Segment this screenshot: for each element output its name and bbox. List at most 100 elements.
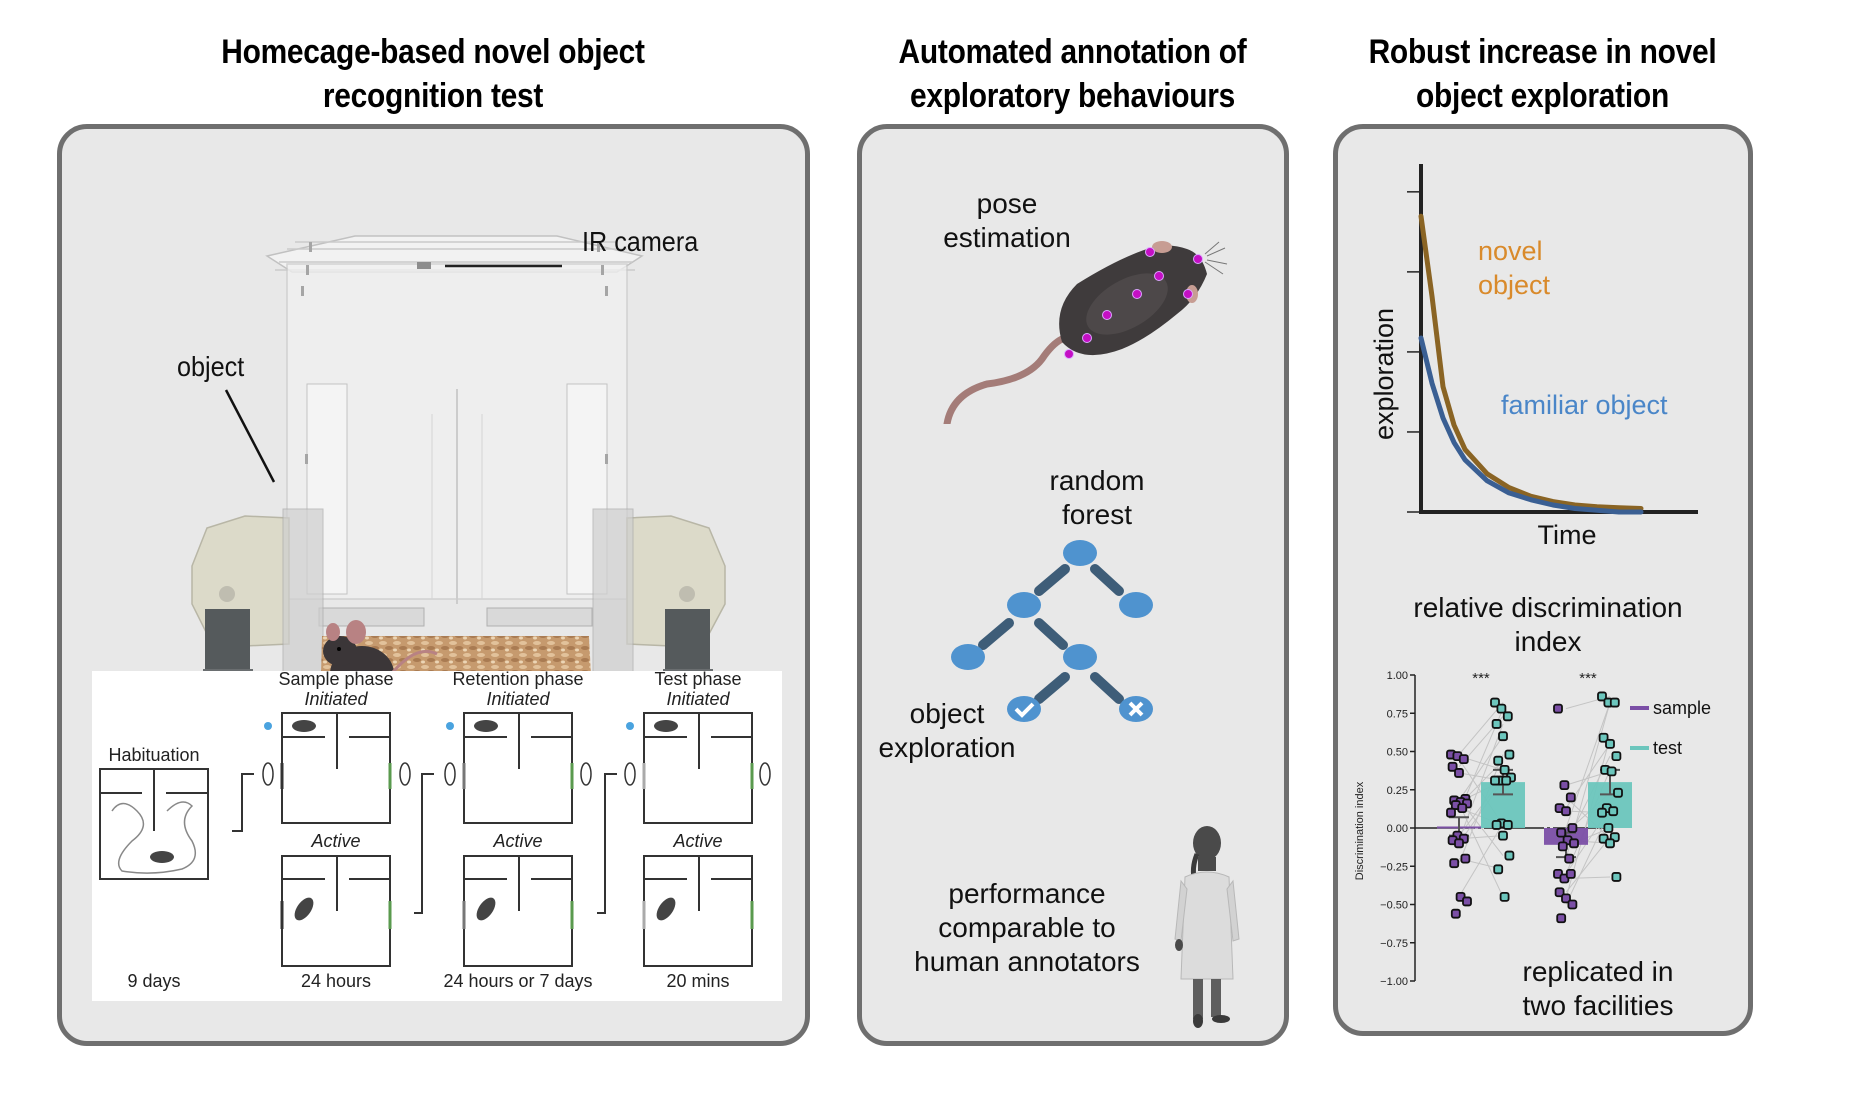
data-point-test — [1605, 838, 1615, 849]
paired-line — [1458, 735, 1504, 801]
data-point-sample — [1454, 768, 1464, 778]
ir-camera-icon — [417, 262, 431, 269]
data-point-test — [1608, 806, 1619, 817]
mouse-glyphs — [292, 720, 678, 921]
paired-line — [1458, 723, 1504, 841]
data-point-test — [1499, 891, 1510, 902]
label-line: estimation — [943, 222, 1071, 253]
test-phase-label: Test phase — [654, 669, 742, 689]
arrow-1 — [232, 773, 254, 832]
discrimination-index-chart: 1.000.750.500.250.00−0.25−0.50−0.75−1.00… — [1354, 670, 1711, 988]
tree-node — [1063, 644, 1097, 670]
data-point-test — [1603, 823, 1614, 833]
data-point-sample — [1557, 841, 1568, 852]
sample-initiated-label: Initiated — [304, 689, 368, 709]
column-title-homecage: Homecage-based novel object recognition … — [102, 30, 764, 118]
habituation-duration: 9 days — [127, 971, 181, 991]
sample-active-label: Active — [311, 831, 361, 851]
keypoint — [1102, 310, 1112, 320]
di-y-tick-label: 1.00 — [1387, 670, 1408, 682]
exploration-curve-chart: Time exploration novel object familiar o… — [1369, 164, 1698, 550]
di-y-tick-label: −0.75 — [1380, 938, 1408, 950]
protocol-timeline: Habituation 9 days Sample phase Initiate… — [92, 669, 782, 1001]
data-point-test — [1498, 731, 1508, 742]
x-axis-label: Time — [1538, 520, 1597, 550]
legend-label-sample: sample — [1653, 698, 1711, 718]
data-point-sample — [1458, 754, 1469, 765]
data-point-sample — [1565, 868, 1576, 879]
label-line: forest — [1061, 499, 1133, 530]
data-point-sample — [1567, 899, 1578, 910]
habituation-cage — [99, 768, 209, 880]
label-line: comparable to — [938, 912, 1116, 943]
data-point-sample — [1564, 853, 1575, 864]
label-line: random — [1049, 465, 1145, 496]
data-point-sample — [1569, 838, 1579, 849]
retention-initiated-label: Initiated — [486, 689, 550, 709]
test-active-label: Active — [673, 831, 723, 851]
data-point-test — [1609, 697, 1620, 708]
random-forest-tree — [951, 540, 1153, 722]
retention-active-label: Active — [493, 831, 543, 851]
keypoint-markers — [1064, 247, 1203, 359]
data-point-test — [1611, 872, 1622, 882]
familiar-object-legend: familiar object — [1501, 390, 1668, 420]
data-point-test — [1496, 703, 1507, 714]
data-point-sample — [1454, 838, 1464, 849]
di-y-axis-label: Discrimination index — [1354, 781, 1366, 880]
performance-label: performance comparable to human annotato… — [897, 877, 1157, 979]
data-point-sample — [1553, 703, 1563, 714]
paired-line — [1458, 702, 1504, 755]
data-point-sample — [1556, 827, 1567, 838]
keypoint — [1132, 289, 1142, 299]
label-line: pose — [976, 188, 1038, 219]
data-point-test — [1493, 864, 1504, 875]
data-point-test — [1613, 787, 1623, 798]
sample-duration: 24 hours — [300, 971, 372, 991]
data-point-sample — [1449, 858, 1460, 869]
sample-phase-label: Sample phase — [278, 669, 394, 689]
object-doors — [280, 763, 754, 929]
data-point-test — [1504, 850, 1515, 861]
keypoint — [1183, 289, 1193, 299]
keypoint — [1064, 349, 1074, 359]
title-line: Automated annotation of — [898, 33, 1247, 71]
legend-label-test: test — [1653, 738, 1682, 758]
keypoint — [1082, 333, 1092, 343]
data-point-sample — [1457, 803, 1468, 814]
keypoint — [1154, 271, 1164, 281]
panel-homecage: IR camera object — [57, 124, 810, 1046]
series-line-familiar-object — [1418, 335, 1644, 515]
di-y-tick-label: 0.75 — [1387, 708, 1408, 720]
tree-node — [1119, 592, 1153, 618]
random-forest-label: random forest — [1037, 464, 1157, 532]
data-point-test — [1499, 764, 1510, 775]
habituation-label: Habituation — [108, 745, 200, 765]
human-annotator-icon — [1174, 826, 1240, 1028]
keypoint — [1193, 254, 1203, 264]
title-line: Robust increase in novel — [1368, 33, 1717, 71]
label-line: object — [909, 698, 985, 729]
data-point-sample — [1561, 806, 1571, 817]
object-pointer — [224, 389, 276, 483]
cross-icon — [1128, 701, 1144, 717]
title-line: recognition test — [322, 77, 544, 115]
tree-node — [1007, 592, 1041, 618]
data-point-test — [1598, 732, 1609, 743]
data-point-sample — [1561, 893, 1571, 904]
data-point-sample — [1554, 887, 1565, 898]
retention-duration: 24 hours or 7 days — [443, 971, 593, 991]
di-y-tick-label: −1.00 — [1380, 976, 1408, 988]
significance-marker: *** — [1472, 670, 1490, 687]
test-duration: 20 mins — [666, 971, 730, 991]
data-point-sample — [1447, 761, 1458, 772]
data-point-sample — [1559, 780, 1570, 791]
pose-estimation-label: pose estimation — [922, 187, 1092, 255]
data-point-test — [1605, 738, 1615, 749]
label-line: relative discrimination — [1413, 592, 1683, 623]
label-line: human annotators — [914, 946, 1140, 977]
data-point-sample — [1450, 908, 1461, 919]
title-line: exploratory behaviours — [909, 77, 1236, 115]
ir-camera-label: IR camera — [582, 226, 699, 257]
data-point-test — [1501, 775, 1512, 786]
